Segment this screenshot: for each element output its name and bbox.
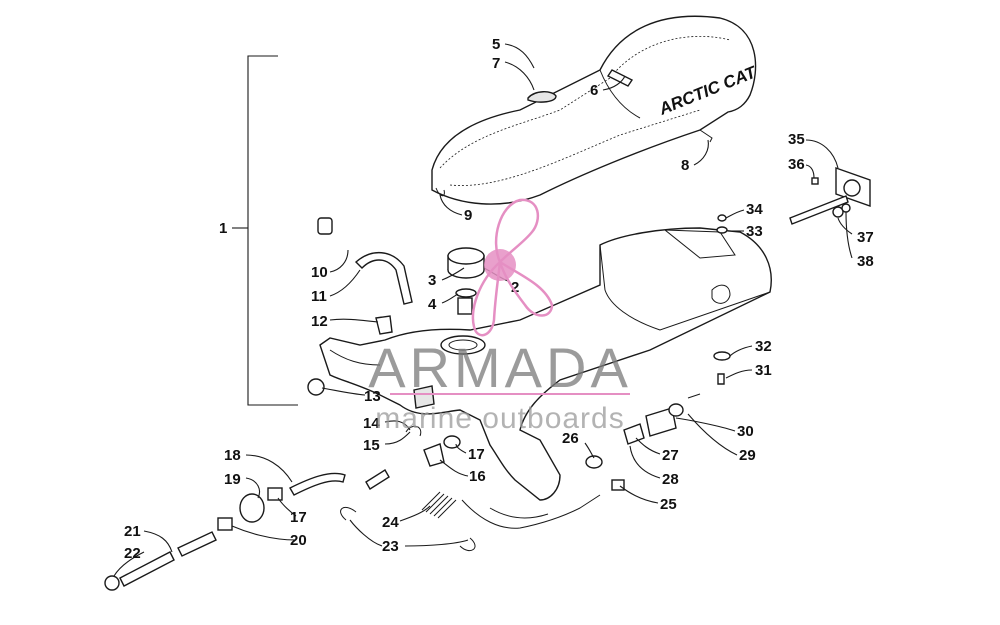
hose-clamp [104, 575, 120, 591]
seat-assembly: ARCTIC CAT [431, 15, 760, 205]
callout-9: 9 [464, 207, 472, 224]
callout-36: 36 [788, 156, 805, 173]
washer-32 [713, 351, 731, 361]
filter-nut [267, 487, 283, 501]
callout-38: 38 [857, 253, 874, 270]
callout-2: 2 [511, 279, 519, 296]
callout-4: 4 [428, 296, 437, 313]
callout-15: 15 [363, 437, 380, 454]
fuel-line [289, 472, 346, 496]
callout-12: 12 [311, 313, 328, 330]
callout-6: 6 [590, 82, 598, 99]
callout-21: 21 [124, 523, 141, 540]
callout-30: 30 [737, 423, 754, 440]
watermark-subtitle: marine outboards [375, 402, 624, 435]
callout-33: 33 [746, 223, 763, 240]
tank-grommet [307, 378, 325, 396]
callout-37: 37 [857, 229, 874, 246]
callout-35: 35 [788, 131, 805, 148]
switch-bracket [645, 407, 677, 437]
callout-19: 19 [224, 471, 241, 488]
hose-short [177, 531, 217, 557]
callout-25: 25 [660, 496, 677, 513]
fuel-line-segment [365, 469, 390, 490]
callout-27: 27 [662, 447, 679, 464]
callout-34: 34 [746, 201, 763, 218]
screw-31 [717, 373, 725, 385]
callout-26: 26 [562, 430, 579, 447]
washer-38 [841, 203, 851, 213]
seat-strap [606, 69, 634, 87]
hose-long [119, 551, 175, 587]
retaining-ring-left [340, 507, 357, 521]
callout-13: 13 [364, 388, 381, 405]
seat-clip [435, 187, 445, 197]
fuel-tank [319, 227, 772, 501]
callout-17b: 17 [290, 509, 307, 526]
nut-34 [717, 214, 727, 222]
vent-hose [354, 252, 413, 305]
switch [623, 423, 645, 445]
seat-patch [527, 91, 557, 103]
nut-37 [832, 206, 844, 218]
callout-1: 1 [219, 220, 227, 237]
callout-18: 18 [224, 447, 241, 464]
fuel-filter [239, 493, 265, 523]
callout-labels: 1 2 3 4 5 6 7 8 9 10 11 12 13 14 15 16 1… [124, 36, 874, 562]
fuel-clamp [405, 425, 422, 437]
leader-lines [113, 43, 853, 577]
switch-35 [843, 179, 861, 197]
callout-31: 31 [755, 362, 772, 379]
callout-5: 5 [492, 36, 500, 53]
throttle-cable [461, 494, 601, 529]
bushing [585, 455, 603, 469]
callout-7: 7 [492, 55, 500, 72]
callout-28: 28 [662, 471, 679, 488]
callout-24: 24 [382, 514, 399, 531]
hose-fitting [217, 517, 233, 531]
watermark-logo [471, 198, 554, 337]
callout-3: 3 [428, 272, 436, 289]
cable-fitting [611, 479, 625, 491]
spring [421, 491, 457, 519]
screw [687, 393, 701, 399]
callout-32: 32 [755, 338, 772, 355]
valve-fitting [443, 435, 461, 449]
watermark-title: ARMADA [368, 336, 632, 399]
callout-22: 22 [124, 545, 141, 562]
callout-11: 11 [311, 288, 327, 305]
pin-36 [811, 177, 819, 185]
switch-nut [668, 403, 684, 417]
callout-14: 14 [363, 415, 380, 432]
fitting [375, 315, 393, 335]
fuel-cap [447, 247, 485, 315]
washer-33 [716, 226, 728, 234]
fuel-valve [423, 443, 445, 467]
callout-23: 23 [382, 538, 399, 555]
seat-hook [699, 129, 713, 143]
rod [789, 195, 849, 225]
grommet [317, 217, 333, 235]
callout-29: 29 [739, 447, 756, 464]
callout-17a: 17 [468, 446, 485, 463]
assembly-bracket [247, 55, 298, 406]
callout-10: 10 [311, 264, 328, 281]
callout-20: 20 [290, 532, 307, 549]
callout-16: 16 [469, 468, 486, 485]
retaining-ring-right [459, 537, 476, 551]
callout-8: 8 [681, 157, 689, 174]
